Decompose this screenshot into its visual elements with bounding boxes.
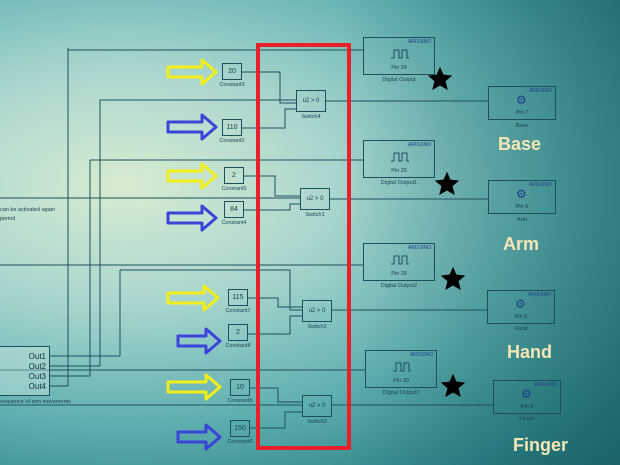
brand-label: ARDUINO [409, 352, 433, 358]
brand-label: ARDUINO [407, 142, 431, 148]
constant-label: Constant4 [221, 220, 247, 226]
gear-icon: ⚙ [516, 187, 527, 201]
constant-block[interactable]: 2 [228, 324, 248, 341]
block-label: Digital Output [382, 77, 416, 83]
annotation-base: Base [498, 134, 542, 154]
block-label: Digital Output1 [380, 180, 418, 186]
constant-block[interactable]: 10 [230, 379, 250, 396]
block-label: Digital Output2 [380, 283, 418, 289]
port-out1: Out1 [28, 352, 46, 361]
switch-label: Switch4 [301, 114, 321, 120]
digital-output-block[interactable]: ARDUINO Pin 25 [363, 140, 435, 178]
servo-block-base[interactable]: ARDUINO ⚙ Pin 7 [488, 86, 556, 120]
blue-arrow-icon [176, 327, 222, 355]
block-label: Base [515, 123, 529, 129]
block-label: Arm [516, 217, 528, 223]
brand-label: ARDUINO [407, 39, 431, 45]
digital-output-block[interactable]: ARDUINO Pin 30 [365, 350, 437, 388]
pulse-icon [391, 152, 409, 162]
annotation-arm: Arm [503, 234, 540, 254]
pin-label: Pin 30 [393, 378, 409, 384]
gear-icon: ⚙ [521, 387, 532, 401]
star-icon [440, 373, 466, 398]
star-icon [440, 266, 466, 291]
star-icon [434, 171, 460, 196]
brand-label: ARDUINO [533, 382, 557, 388]
digital-output-block[interactable]: ARDUINO Pin 28 [363, 243, 435, 281]
gear-icon: ⚙ [516, 93, 527, 107]
gear-icon: ⚙ [515, 297, 526, 311]
pulse-icon [391, 255, 409, 265]
switch-block[interactable]: u2 > 0 [302, 395, 332, 417]
pin-label: Pin 5 [514, 314, 528, 320]
constant-label: Constant6 [227, 439, 253, 445]
brand-label: ARDUINO [407, 245, 431, 251]
switch-block[interactable]: u2 > 0 [300, 188, 330, 210]
brand-label: ARDUINO [528, 182, 552, 188]
port-out2: Out2 [28, 362, 46, 371]
switch-label: Switch3 [307, 419, 327, 425]
constant-block[interactable]: 115 [228, 289, 248, 306]
star-icon [427, 66, 453, 91]
block-label: Finger [519, 416, 535, 422]
yellow-arrow-icon [166, 162, 218, 190]
block-label: Hand [514, 326, 528, 332]
pin-label: Pin 6 [515, 204, 529, 210]
constant-block[interactable]: 110 [222, 119, 242, 136]
highlight-box [256, 43, 351, 450]
constant-block[interactable]: 150 [230, 420, 250, 437]
annotation-hand: Hand [507, 342, 552, 362]
pin-label: Pin 25 [391, 168, 407, 174]
constant-label: Constant2 [219, 138, 245, 144]
pulse-icon [391, 49, 409, 59]
switch-label: Switch1 [305, 212, 325, 218]
constant-label: Constant3 [219, 82, 245, 88]
pin-label: Pin 7 [515, 110, 529, 116]
blue-arrow-icon [166, 113, 218, 141]
pin-label: Pin 28 [391, 271, 407, 277]
pin-label: Pin 24 [391, 65, 407, 71]
constant-block[interactable]: 84 [224, 201, 244, 218]
constant-label: Constant9 [227, 398, 253, 404]
brand-label: ARDUINO [528, 88, 552, 94]
constant-block[interactable]: 20 [222, 63, 242, 80]
pulse-icon [393, 362, 411, 372]
servo-block-arm[interactable]: ARDUINO ⚙ Pin 6 [488, 180, 556, 214]
switch-block[interactable]: u2 > 0 [296, 90, 326, 112]
blue-arrow-icon [166, 204, 218, 232]
switch-block[interactable]: u2 > 0 [302, 300, 332, 322]
constant-label: Constant7 [225, 308, 251, 314]
pin-label: Pin 4 [520, 404, 534, 410]
annotation-finger: Finger [513, 435, 569, 455]
blue-arrow-icon [176, 423, 222, 451]
note-line1: can be activated again [0, 207, 56, 213]
servo-block-finger[interactable]: ARDUINO ⚙ Pin 4 [493, 380, 561, 414]
constant-label: Constant5 [221, 186, 247, 192]
note-line2: period [0, 216, 16, 222]
port-out3: Out3 [28, 372, 46, 381]
yellow-arrow-icon [166, 373, 222, 401]
block-label: Digital Output3 [382, 390, 420, 396]
sequence-caption: sequence of arm movements [0, 399, 71, 405]
port-out4: Out4 [28, 382, 46, 391]
servo-block-hand[interactable]: ARDUINO ⚙ Pin 5 [487, 290, 555, 324]
constant-label: Constant8 [225, 343, 251, 349]
constant-block[interactable]: 2 [224, 167, 244, 184]
yellow-arrow-icon [166, 58, 218, 86]
brand-label: ARDUINO [527, 292, 551, 298]
digital-output-block[interactable]: ARDUINO Pin 24 [363, 37, 435, 75]
switch-label: Switch2 [307, 324, 327, 330]
sequence-block[interactable]: Out1 Out2 Out3 Out4 [0, 346, 50, 396]
yellow-arrow-icon [166, 284, 220, 312]
